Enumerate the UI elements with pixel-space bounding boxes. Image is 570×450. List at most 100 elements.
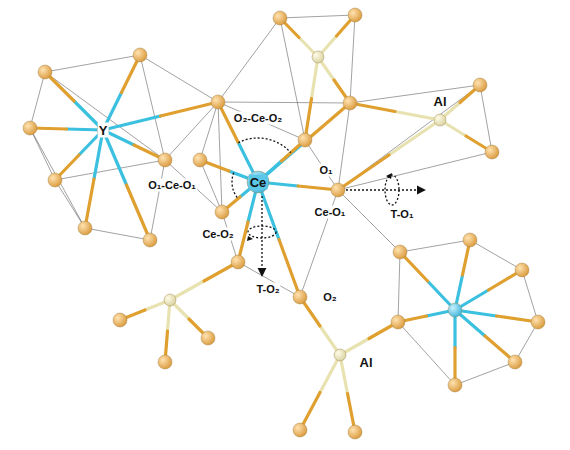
rotation-arrowhead xyxy=(247,236,253,241)
bond-label: Ce-O₂ xyxy=(201,228,234,241)
atom xyxy=(158,355,172,369)
polyhedron-edge xyxy=(45,72,165,160)
atom xyxy=(215,205,229,219)
polyhedra-wires xyxy=(30,15,538,385)
polyhedron-edge xyxy=(338,85,480,190)
atom xyxy=(23,121,37,135)
atom xyxy=(393,245,407,259)
atom-label: Al xyxy=(433,94,448,109)
atom xyxy=(473,78,487,92)
atom xyxy=(78,221,92,235)
polyhedron-edge xyxy=(30,128,55,180)
atom xyxy=(485,145,499,159)
polyhedron-edge xyxy=(280,18,305,140)
polyhedron-edge xyxy=(165,102,218,160)
polyhedron-edge xyxy=(305,140,338,190)
atom xyxy=(343,96,357,110)
polyhedron-edge xyxy=(470,240,522,270)
bond xyxy=(127,185,151,240)
atom xyxy=(293,423,307,437)
atom xyxy=(247,171,269,193)
atom xyxy=(201,331,215,345)
polyhedron-edge xyxy=(455,362,515,385)
atom xyxy=(463,233,477,247)
atom xyxy=(348,425,362,439)
atom-label: O₁ xyxy=(318,164,333,177)
polyhedron-edge xyxy=(400,240,470,252)
atom xyxy=(158,153,172,167)
atom xyxy=(312,51,324,63)
atom xyxy=(298,133,312,147)
polyhedron-edge xyxy=(140,55,218,102)
polyhedron-edge xyxy=(398,252,400,322)
atom xyxy=(334,349,346,361)
polyhedron-edge xyxy=(85,228,150,240)
bond xyxy=(103,116,161,130)
rotation-label: T-O₂ xyxy=(255,283,280,296)
atom-label: Ce xyxy=(249,175,268,190)
angle-label: O₂-Ce-O₂ xyxy=(233,112,283,125)
atom xyxy=(38,65,52,79)
atom xyxy=(48,173,62,187)
polyhedron-edge xyxy=(338,103,350,190)
polyhedron-edge xyxy=(150,160,165,240)
atoms xyxy=(23,8,545,439)
angle-arc xyxy=(232,173,238,199)
bond xyxy=(279,240,300,298)
atom xyxy=(515,263,529,277)
polyhedron-edge xyxy=(350,85,480,103)
atom xyxy=(164,294,176,306)
polyhedron-edge xyxy=(350,15,355,103)
polyhedron-edge xyxy=(338,190,400,252)
bond-label: Ce-O₁ xyxy=(314,206,347,219)
atom xyxy=(293,290,307,304)
atom xyxy=(348,8,362,22)
atom xyxy=(113,313,127,327)
atom xyxy=(531,315,545,329)
bond xyxy=(338,155,389,190)
atom xyxy=(143,233,157,247)
annotations xyxy=(232,138,425,276)
atom-label: Al xyxy=(359,355,374,370)
atom-label: Y xyxy=(98,123,109,138)
polyhedron-edge xyxy=(30,72,45,128)
polyhedron-edge xyxy=(218,102,305,140)
atom xyxy=(434,114,446,126)
polyhedron-edge xyxy=(55,180,85,228)
polyhedron-edge xyxy=(45,55,140,72)
atom xyxy=(193,153,207,167)
atom xyxy=(508,355,522,369)
rotation-axis xyxy=(346,189,425,190)
atom xyxy=(273,11,287,25)
polyhedron-edge xyxy=(30,128,85,228)
polyhedron-edge xyxy=(218,102,350,103)
bond xyxy=(161,102,219,116)
rotation-ellipse xyxy=(248,226,276,238)
polyhedron-edge xyxy=(522,270,538,322)
bond xyxy=(389,120,440,155)
atom-label: O₂ xyxy=(322,291,337,304)
polyhedron-edge xyxy=(200,102,218,160)
atom xyxy=(331,183,345,197)
bond xyxy=(395,112,440,121)
bond xyxy=(312,57,319,99)
rotation-arrowhead xyxy=(386,173,392,179)
polyhedron-edge xyxy=(338,152,492,190)
polyhedron-edge xyxy=(218,102,222,212)
bond xyxy=(85,179,94,228)
polyhedron-edge xyxy=(480,85,492,152)
atom xyxy=(391,315,405,329)
rotation-label: T-O₁ xyxy=(390,208,415,221)
atom xyxy=(448,303,462,317)
polyhedron-edge xyxy=(398,322,455,385)
polyhedron-edge xyxy=(218,18,280,102)
angle-label: O₁-Ce-O₁ xyxy=(147,179,197,192)
atom xyxy=(231,255,245,269)
polyhedron-edge xyxy=(280,15,355,18)
bonds xyxy=(30,15,538,432)
rotation-axis xyxy=(261,196,262,276)
angle-arc xyxy=(238,138,290,153)
rotation-ellipse xyxy=(385,175,399,205)
